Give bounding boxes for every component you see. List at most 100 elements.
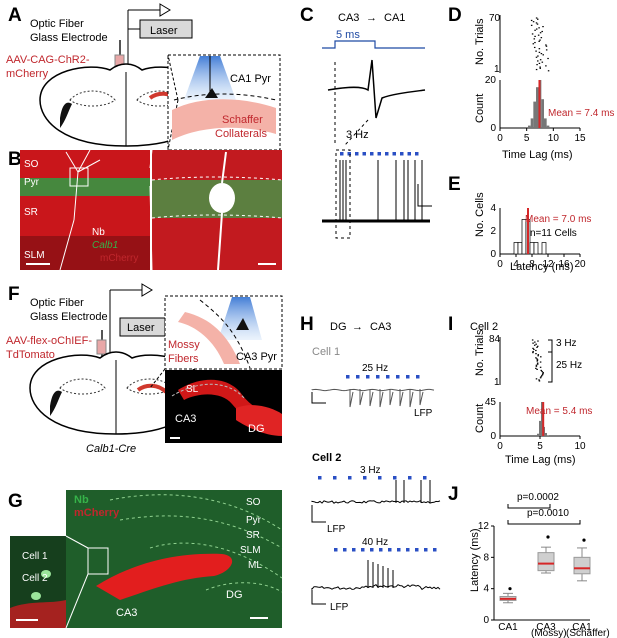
optic-fiber-label: Optic Fiber [30,18,84,30]
d-mean-label: Mean = 7.4 ms [548,108,614,119]
f-light-cone [218,297,262,340]
h-title-from: DG [330,321,347,333]
sl-label: SL [186,384,199,395]
h-title-to: CA3 [370,321,391,333]
stim-dot [386,375,390,379]
h-lfp-label-3: LFP [330,602,349,613]
d-raster [530,17,550,72]
h-lfp-label-2: LFP [327,524,346,535]
g-dg-label: DG [226,589,243,601]
stim-dot [346,375,350,379]
j-p1-label: p=0.0002 [517,492,559,503]
stim-dot [378,476,382,480]
j-sig-bracket-2 [507,520,581,525]
stim-dot [433,548,437,552]
i-raster-ytick-bottom: 1 [494,377,500,388]
g-layer-line-1 [109,494,283,531]
j-sig-bracket-1 [507,504,551,509]
panel-b-label: B [8,149,22,170]
histogram-bar [533,242,539,255]
ventricle-left [60,102,72,128]
j-sub-schaffer: (Schaffer) [566,628,610,638]
sr-label: SR [24,207,38,218]
g-mcherry-label: mCherry [74,507,120,519]
e-ylabel: No. Cells [474,192,486,237]
h-scale-bar-2 [311,505,326,523]
f-amplifier-icon [141,283,153,297]
i-3hz-label: 3 Hz [556,338,577,349]
f-ca3-label: CA3 [175,413,196,425]
schaffer-label-1: Schaffer [222,114,263,126]
i-title: Cell 2 [470,321,498,333]
stim-dot [356,375,360,379]
c-freq-label: 3 Hz [346,129,369,141]
histogram-bar [513,242,519,255]
y-tick-label: 2 [490,226,496,237]
stim-dot [416,375,420,379]
panel-h: H DG → CA3 Cell 1 25 Hz LFP Cell 2 3 Hz … [300,314,441,613]
histogram-bar [517,242,523,255]
y-tick-label: 0 [490,431,496,442]
nb-label: Nb [92,227,105,238]
light-pulse-trace [322,40,425,49]
stim-dot [348,476,352,480]
histogram-bar [546,125,550,128]
mossy-label-1: Mossy [168,339,200,351]
y-tick-label: 0 [490,123,496,134]
g-ml-label: ML [248,560,262,571]
cell-2-soma [31,592,41,600]
x-tick-label: 10 [548,133,560,144]
category-label: CA1 [572,622,592,633]
dg-tdtomato-signal [236,405,282,436]
inset-guide-1 [167,54,179,101]
h-40hz-label: 40 Hz [362,537,388,548]
x-tick-label: 5 [537,441,543,452]
outlier [546,535,550,539]
histogram-bar [541,99,544,128]
spike-waveform [327,59,426,119]
g-cell2-label: Cell 2 [22,573,48,584]
i-mean-label: Mean = 5.4 ms [526,406,592,417]
histogram-bar [537,433,539,436]
ca1-layer-line [173,93,277,101]
i-ylabel-top: No. Trials [474,329,486,376]
stim-dot [396,375,400,379]
g-layer-line-2 [119,515,283,549]
i-ylabel-bottom: Count [474,404,486,433]
y-tick-label: 45 [485,397,497,408]
g-slm-label: SLM [240,545,261,556]
zoom-box [69,167,89,187]
f-optic-fiber-label: Optic Fiber [30,297,84,309]
panel-h-label: H [300,314,314,335]
e-mean-label: Mean = 7.0 ms [525,214,591,225]
ca1-pyr-label: CA1 Pyr [230,73,271,85]
d-xlabel: Time Lag (ms) [502,149,573,161]
c-zoom-box [335,149,351,239]
cell-1-soma [41,570,51,578]
labeled-cell-body [209,183,235,213]
stim-dot [318,476,322,480]
category-label: CA1 [498,622,518,633]
box [537,552,555,572]
h-cell2-trace-40hz [311,560,441,591]
panel-i-label: I [448,314,453,335]
j-sub-mossy: (Mossy) [531,628,567,638]
histogram-bar [536,87,539,128]
i-raster-ytick-top: 84 [489,334,501,345]
stim-dot [415,152,419,156]
layer-boundary-2 [151,214,283,219]
ca1-pyramidal-neuron [205,88,218,98]
e-n-label: n=11 Cells [530,228,577,239]
x-tick-label: 15 [574,133,586,144]
f-hippocampus-left [59,378,106,395]
h-stim-dots-25hz [346,375,420,379]
f-virus-label-2: TdTomato [6,349,55,361]
g-mossy-fiber-signal [96,553,233,600]
histogram-bar [530,118,534,128]
glass-electrode-label: Glass Electrode [30,32,108,44]
x-tick-label: 12 [542,259,554,270]
pyr-label: Pyr [24,177,40,188]
